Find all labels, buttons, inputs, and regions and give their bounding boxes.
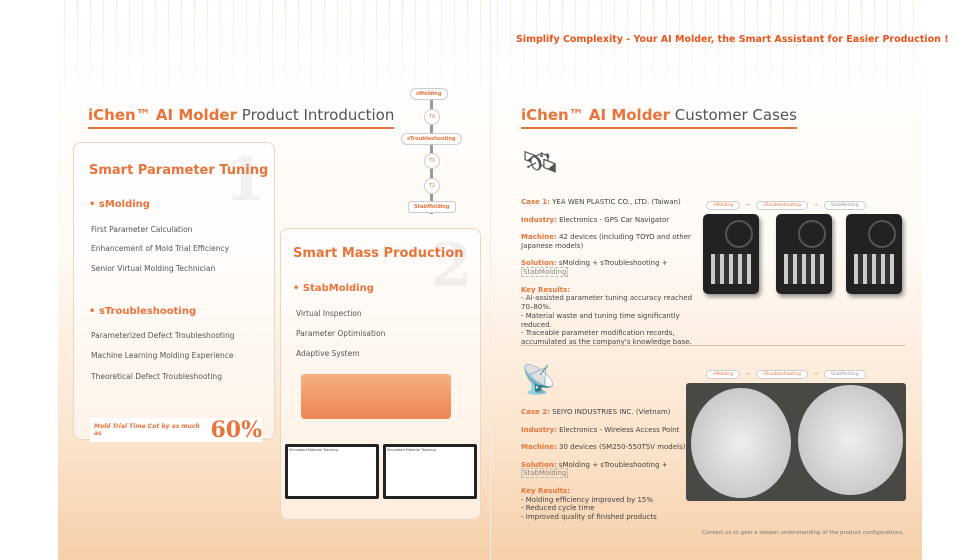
flow-node-smolding: sMolding: [410, 88, 448, 100]
injection-machine-image: [301, 374, 451, 419]
list-item: Adaptive System: [296, 349, 360, 358]
monitor-right: Simulated Material Tracking: [383, 444, 477, 499]
router-icon: 📡: [521, 363, 556, 396]
group-heading: • sTroubleshooting: [89, 306, 197, 317]
flow-node-t0: T0: [424, 109, 440, 125]
case2-flow: sMolding→sTroubleshooting→StabMolding: [706, 370, 866, 379]
page-title: iChen™ AI Molder Customer Cases: [521, 106, 797, 129]
case-2: Case 2: SEIYO INDUSTRIES INC. (Vietnam) …: [521, 408, 686, 521]
footer-note: Contact us to gain a deeper understandin…: [702, 530, 904, 536]
list-item: Parameter Optimisation: [296, 329, 386, 338]
list-item: Enhancement of Mold Trial Efficiency: [91, 244, 230, 253]
satellite-icon: 🛰: [521, 145, 560, 180]
headline: Simplify Complexity - Your AI Molder, th…: [516, 34, 949, 45]
group-heading: • StabMolding: [293, 283, 374, 294]
card-number: 1: [224, 145, 266, 215]
binary-digits-decoration: [58, 0, 490, 100]
list-item: Theoretical Defect Troubleshooting: [91, 372, 222, 381]
list-item: Parameterized Defect Troubleshooting: [91, 331, 235, 340]
product-photo-gps-2: [776, 214, 832, 294]
right-page: Simplify Complexity - Your AI Molder, th…: [490, 0, 949, 560]
page-title: iChen™ AI Molder Product Introduction: [88, 106, 395, 129]
time-cut-banner: Mold Trial Time Cut by as much as 60%: [90, 417, 262, 443]
card-smart-mass-production: 2 Smart Mass Production • StabMolding Vi…: [280, 228, 481, 520]
list-item: First Parameter Calculation: [91, 225, 193, 234]
flow-node-t1: T1: [424, 153, 440, 169]
list-item: Machine Learning Molding Experience: [91, 351, 234, 360]
card-heading: Smart Mass Production: [293, 246, 464, 261]
list-item: Virtual Inspection: [296, 309, 362, 318]
product-photo-gps-3: [846, 214, 902, 294]
divider: [521, 345, 906, 346]
left-page: iChen™ AI Molder Product Introduction sM…: [58, 0, 490, 560]
product-photo-gps-1: [703, 214, 759, 294]
monitor-left: Simulated Material Tracking: [285, 444, 379, 499]
card-smart-parameter-tuning: 1 Smart Parameter Tuning • sMolding Firs…: [73, 142, 275, 440]
flow-node-stabmolding: StabMolding: [408, 201, 456, 213]
case-1: Case 1: YEA WEN PLASTIC CO., LTD. (Taiwa…: [521, 198, 693, 346]
list-item: Senior Virtual Molding Technician: [91, 264, 216, 273]
group-heading: • sMolding: [89, 199, 150, 210]
card-heading: Smart Parameter Tuning: [89, 163, 269, 178]
case1-flow: sMolding→sTroubleshooting→StabMolding: [706, 201, 866, 210]
card-number: 2: [430, 231, 472, 301]
binary-digits-decoration: [491, 0, 922, 100]
flow-node-t2: T2: [424, 178, 440, 194]
product-photo-access-points: [686, 383, 906, 501]
flow-node-stroubleshooting: sTroubleshooting: [401, 133, 462, 145]
